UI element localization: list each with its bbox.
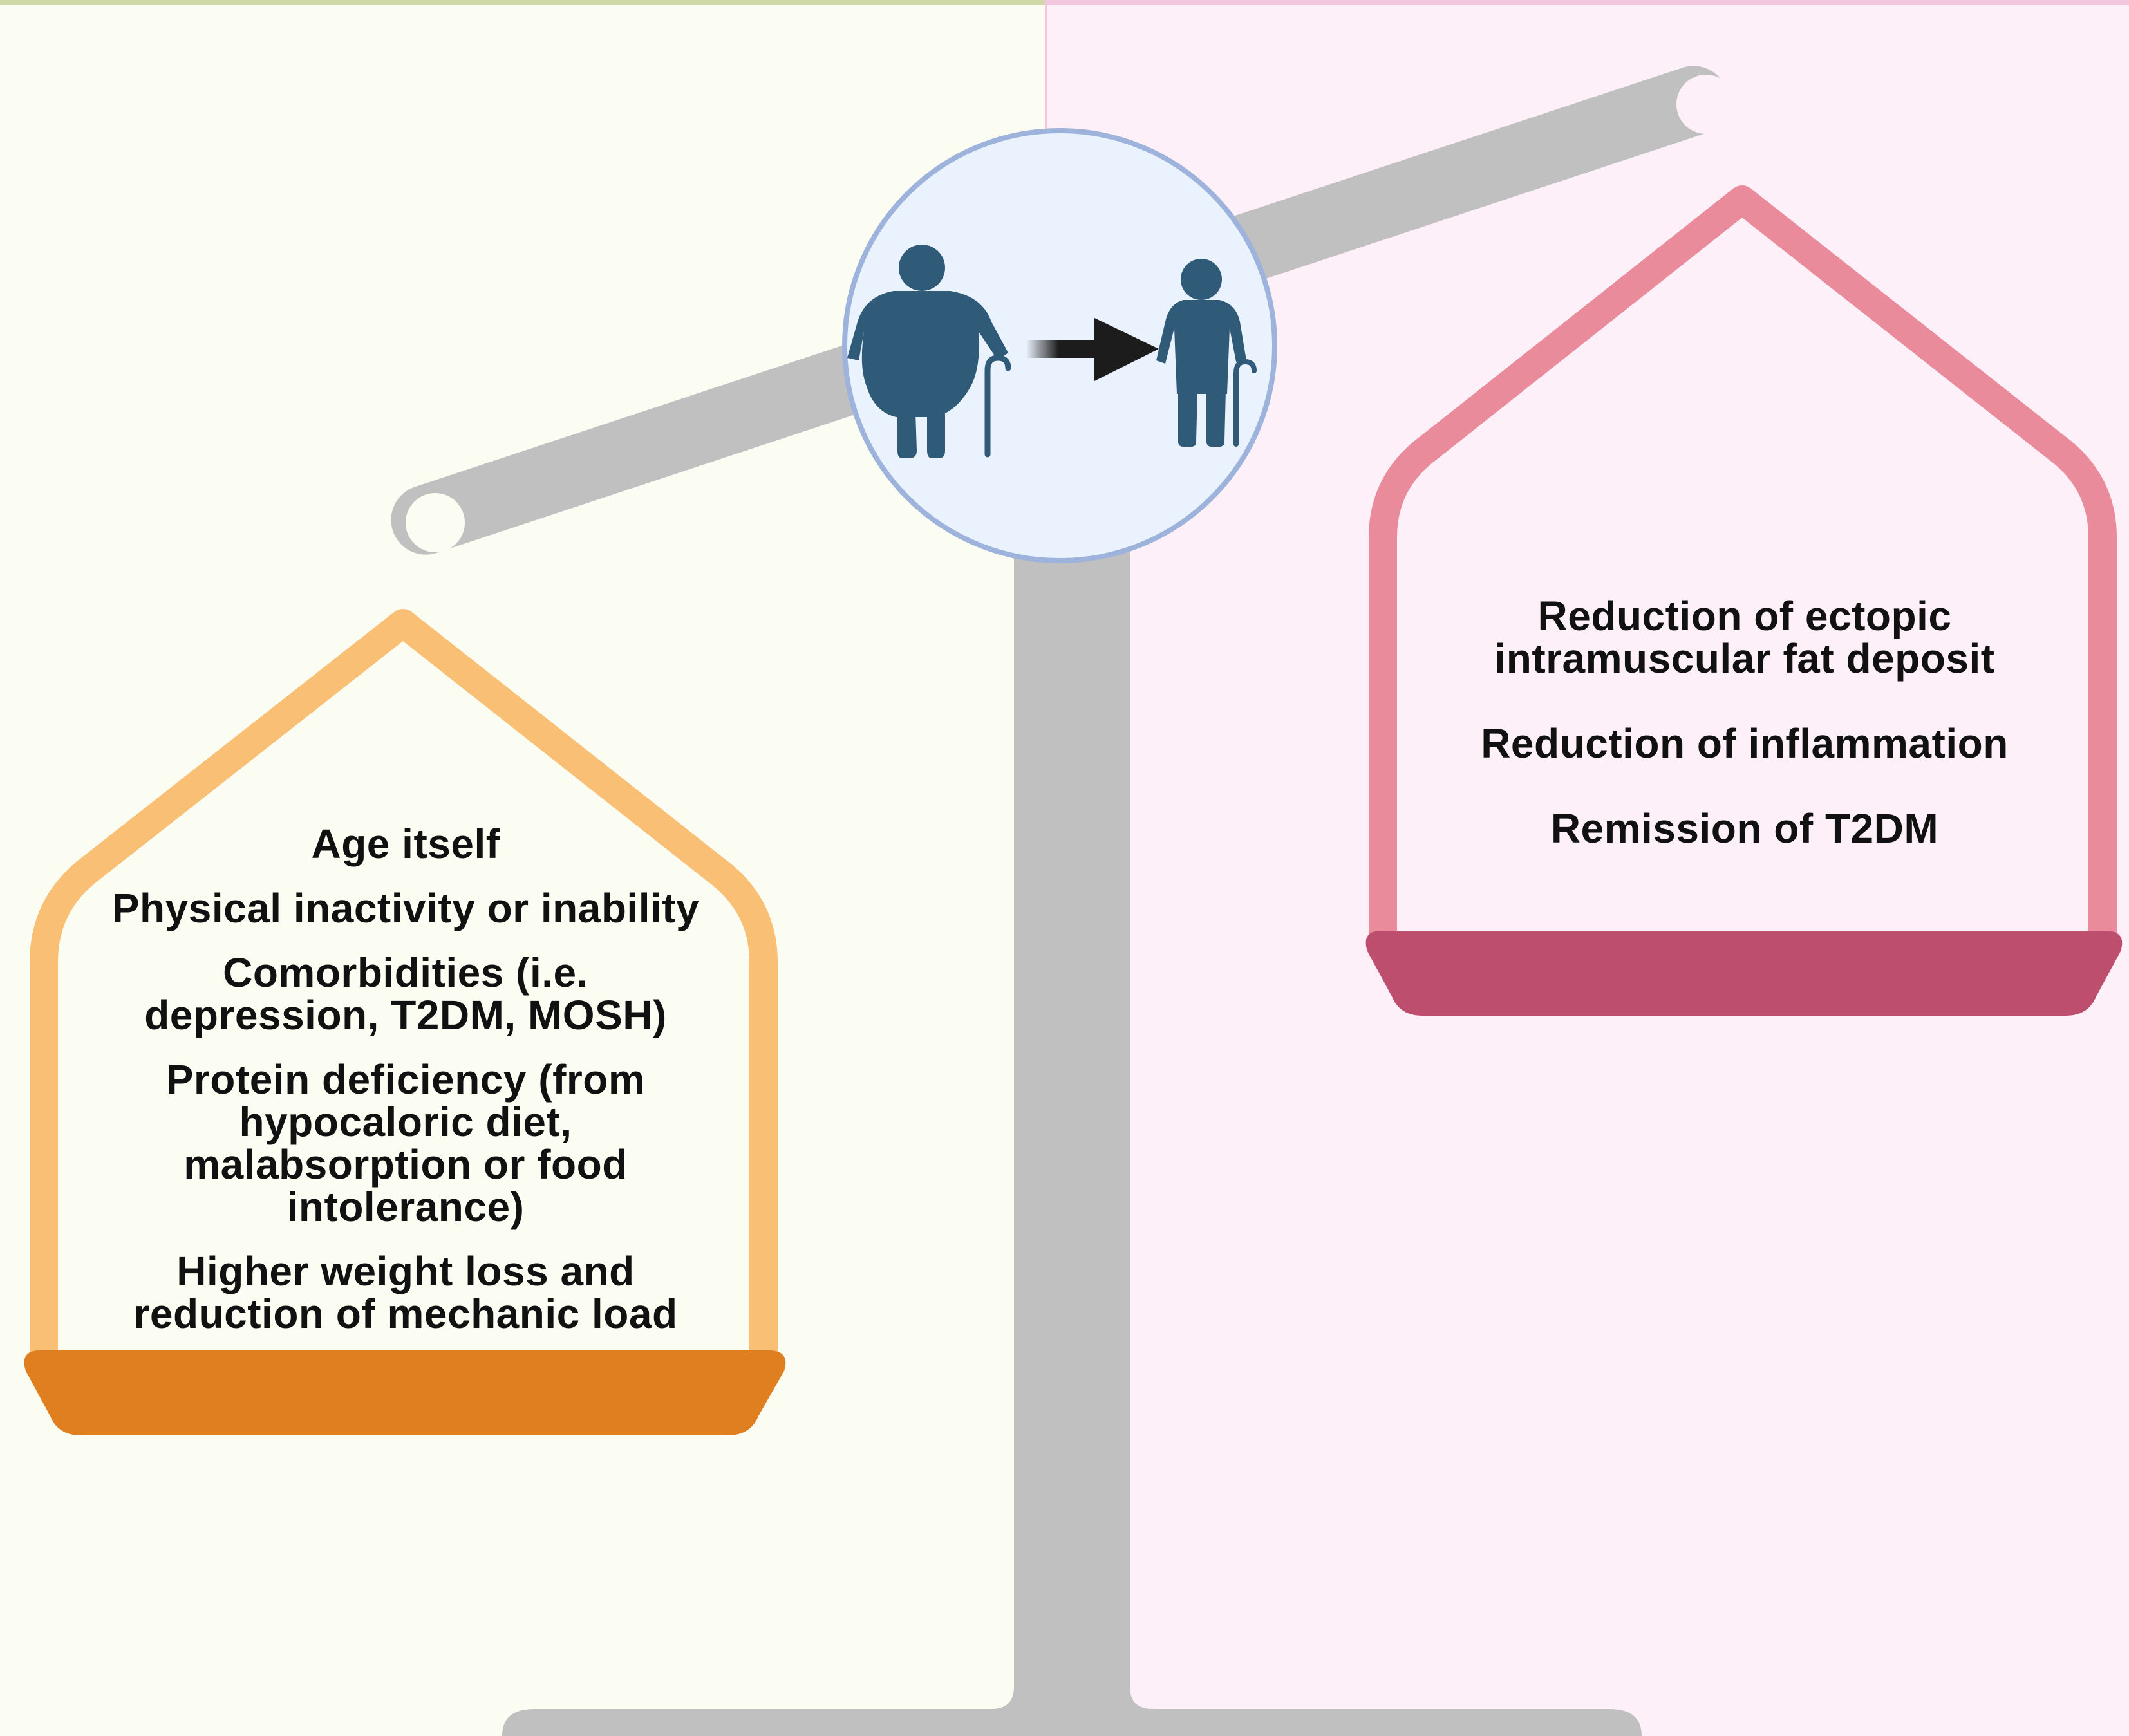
left-pan-item-comorbidities: Comorbidities (i.e. depression, T2DM, MO… (144, 949, 667, 1038)
scale-post (502, 502, 1642, 1736)
left-pan-base (24, 1350, 786, 1435)
right-pan-base (1365, 931, 2123, 1016)
right-pan-item-ectopic-fat: Reduction of ectopic intramuscular fat d… (1494, 593, 1995, 682)
right-pan-item-t2dm-remission: Remission of T2DM (1550, 805, 1939, 852)
left-pan-frame (30, 609, 778, 1358)
left-pan-text: Age itself Physical inactivity or inabil… (103, 823, 708, 1357)
left-pan-item-age: Age itself (311, 821, 500, 867)
right-panel-top-border (1046, 0, 2129, 5)
thin-figure-cane (1233, 359, 1257, 447)
left-pan-item-weight-loss: Higher weight loss and reduction of mech… (133, 1248, 678, 1337)
beam-right-hole (1676, 75, 1736, 134)
obese-elderly-person-with-cane-icon (847, 245, 1008, 458)
obese-figure-cane (984, 355, 1011, 458)
beam-left-hole (406, 493, 465, 552)
left-pan-item-protein-deficiency: Protein deficiency (from hypocaloric die… (165, 1056, 646, 1230)
right-pan-frame (1369, 185, 2117, 940)
left-panel-top-border (0, 0, 1046, 5)
right-pan-item-inflammation: Reduction of inflammation (1481, 720, 2009, 767)
thin-elderly-person-with-cane-icon (1156, 259, 1246, 447)
arrow-right-icon (1026, 318, 1159, 381)
right-pan-text: Reduction of ectopic intramuscular fat d… (1429, 595, 2060, 892)
left-pan-item-inactivity: Physical inactivity or inability (111, 885, 700, 931)
